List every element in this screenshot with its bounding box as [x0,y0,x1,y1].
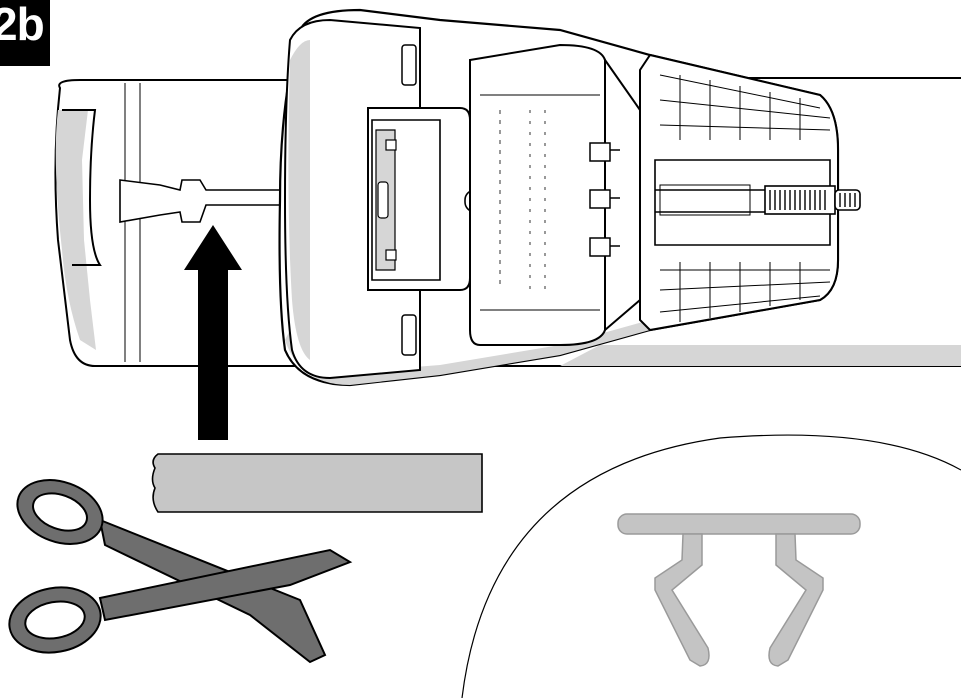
ribbed-rear [639,53,839,332]
arrow-up-icon [184,225,242,440]
center-plate [469,43,641,346]
rail-end-cap [54,79,301,367]
step-badge: 2b [0,0,50,66]
clip-profile-detail [617,513,861,667]
detail-callout [461,434,961,698]
threaded-rod [764,185,861,215]
step-label: 2b [0,0,45,50]
scissors-icon [8,479,353,664]
adhesive-strip [151,453,483,513]
